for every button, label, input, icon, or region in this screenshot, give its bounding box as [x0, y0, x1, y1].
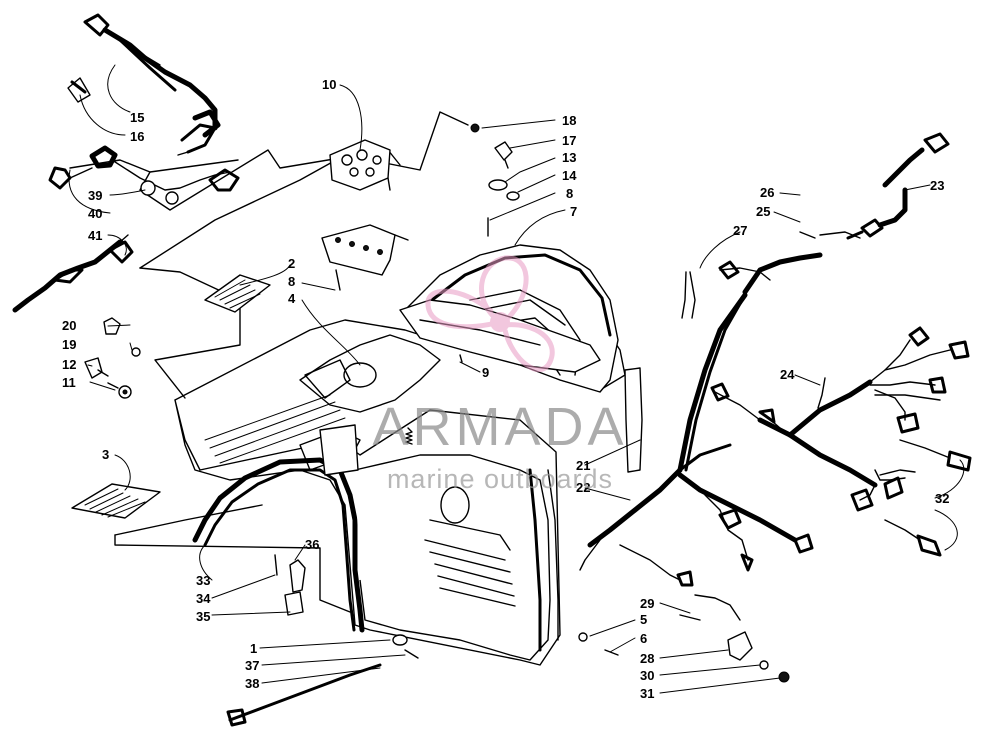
watermark-tagline: marine outboards	[387, 464, 613, 494]
part-label: 16	[130, 129, 144, 144]
part-label: 31	[640, 686, 654, 701]
part-label: 28	[640, 651, 654, 666]
part-label: 37	[245, 658, 259, 673]
hood-assembly	[69, 111, 643, 666]
part-label: 8	[288, 274, 295, 289]
decal-3	[71, 483, 161, 519]
part-label: 24	[780, 367, 795, 382]
part-label: 1	[250, 641, 257, 656]
part-label: 29	[640, 596, 654, 611]
upper-fasteners	[335, 123, 520, 363]
part-label: 38	[245, 676, 259, 691]
part-label: 19	[62, 337, 76, 352]
part-label: 34	[196, 591, 211, 606]
part-label: 41	[88, 228, 102, 243]
leader-lines	[68, 64, 965, 694]
part-label: 33	[196, 573, 210, 588]
part-label: 5	[640, 612, 647, 627]
part-label: 10	[322, 77, 336, 92]
part-label: 39	[88, 188, 102, 203]
part-label: 17	[562, 133, 576, 148]
part-label: 14	[562, 168, 577, 183]
part-label: 25	[756, 204, 770, 219]
part-label: 23	[930, 178, 944, 193]
lower-right-parts	[578, 594, 790, 683]
part-label: 30	[640, 668, 654, 683]
part-label: 32	[935, 491, 949, 506]
decal-2	[204, 274, 271, 313]
instrument-panel	[329, 139, 391, 191]
part-number-labels: 1 2 3 4 5 6 7 8 8 9 10 11 12 13 14 15 16…	[62, 77, 949, 701]
part-label: 27	[733, 223, 747, 238]
lower-left-parts	[226, 554, 419, 727]
part-label: 13	[562, 150, 576, 165]
wiring-harness	[579, 132, 972, 587]
part-label: 35	[196, 609, 210, 624]
part-label: 20	[62, 318, 76, 333]
part-label: 3	[102, 447, 109, 462]
part-label: 26	[760, 185, 774, 200]
throttle-cable	[67, 13, 221, 156]
part-label: 40	[88, 206, 102, 221]
armada-watermark: ARMADA marine outboards	[372, 255, 627, 494]
ignition-wiring	[12, 145, 240, 313]
part-label: 21	[576, 458, 590, 473]
part-label: 18	[562, 113, 576, 128]
part-label: 15	[130, 110, 144, 125]
part-label: 8	[566, 186, 573, 201]
part-label: 36	[305, 537, 319, 552]
part-label: 6	[640, 631, 647, 646]
part-label: 12	[62, 357, 76, 372]
left-fasteners	[84, 317, 141, 399]
part-label: 22	[576, 480, 590, 495]
part-label: 9	[482, 365, 489, 380]
part-label: 4	[288, 291, 296, 306]
part-label: 11	[62, 375, 76, 390]
part-label: 7	[570, 204, 577, 219]
watermark-brand: ARMADA	[372, 397, 627, 457]
part-label: 2	[288, 256, 295, 271]
propeller-logo-icon	[425, 255, 555, 373]
